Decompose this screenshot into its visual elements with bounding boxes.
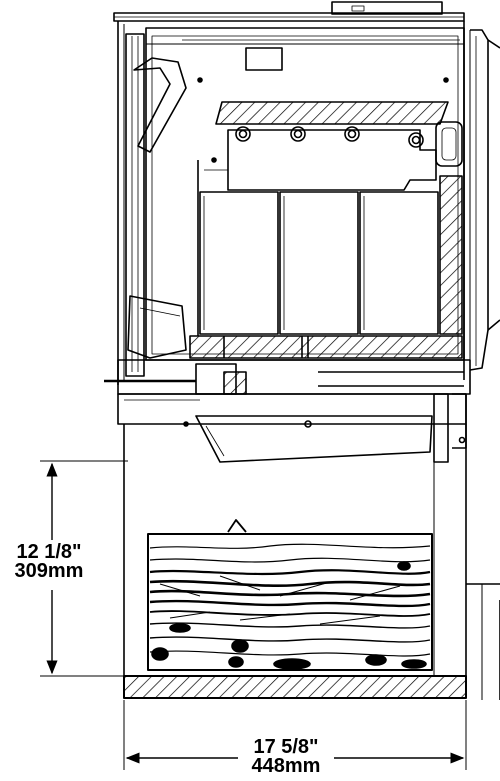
dimension-lines <box>40 460 467 770</box>
vertical-dimension-label: 12 1/8" 309mm <box>0 541 98 582</box>
pedestal <box>123 424 500 700</box>
mid-base <box>104 359 471 463</box>
vertical-dimension-metric: 309mm <box>14 560 84 582</box>
vertical-dimension-imperial: 12 1/8" <box>16 541 82 563</box>
horizontal-dimension-metric: 448mm <box>251 755 321 777</box>
horizontal-dimension-label: 17 5/8" 448mm <box>238 736 334 777</box>
hatched-bricks <box>189 101 463 359</box>
log-stack <box>147 519 433 671</box>
horizontal-dimension-imperial: 17 5/8" <box>253 736 319 758</box>
